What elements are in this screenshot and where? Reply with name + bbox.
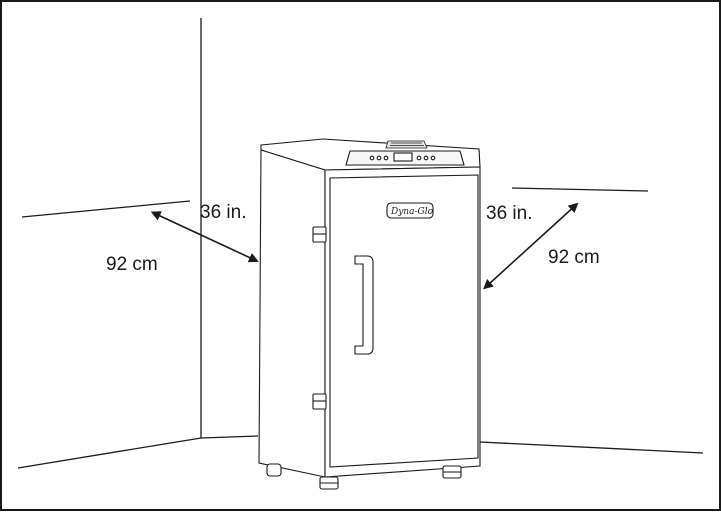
right-clearance-arrow — [483, 202, 579, 290]
rear-wheel — [266, 463, 282, 477]
right-clearance-metric-label: 92 cm — [548, 247, 600, 268]
smoker-side-panel — [258, 149, 326, 478]
left-clearance-metric-label: 92 cm — [106, 254, 158, 275]
brand-logo-text: Dyna-Glo — [390, 207, 434, 217]
control-button-icon — [376, 155, 382, 161]
door-handle[interactable] — [354, 255, 374, 355]
control-button-icon — [416, 155, 422, 161]
brand-badge — [386, 202, 434, 219]
left-wall-clearance-line — [21, 200, 191, 218]
control-button-icon — [423, 155, 429, 161]
right-clearance-imperial-label: 36 in. — [486, 203, 532, 224]
control-button-icon — [383, 155, 389, 161]
smoker-door — [329, 174, 479, 468]
left-clearance-arrow — [150, 211, 259, 263]
floor-back-left-line — [200, 435, 259, 439]
control-button-icon — [369, 155, 375, 161]
floor-right-line — [479, 441, 704, 454]
display-window — [393, 152, 413, 162]
smoker-appliance: Dyna-Glo — [258, 138, 481, 490]
left-clearance-imperial-label: 36 in. — [200, 202, 246, 223]
right-wall-clearance-line — [511, 187, 649, 192]
top-vent — [385, 140, 428, 149]
floor-left-line — [17, 437, 202, 469]
control-button-icon — [430, 155, 436, 161]
